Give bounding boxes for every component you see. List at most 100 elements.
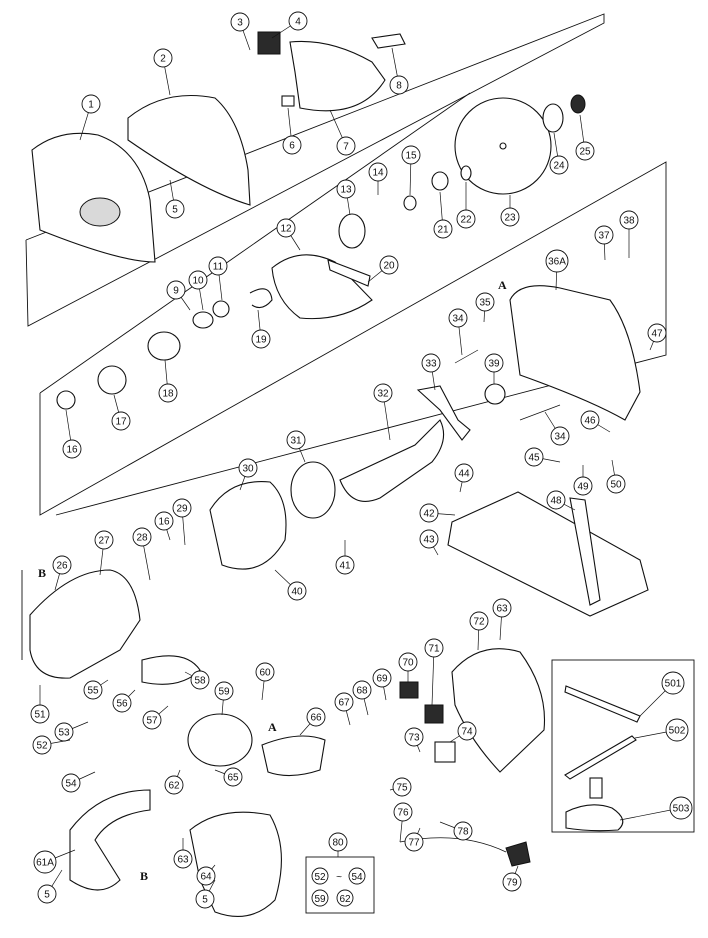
callout-76: 76: [393, 802, 413, 843]
part-spindle-flange: [431, 171, 449, 191]
callout-70: 70: [398, 652, 418, 682]
callout-number: 44: [458, 469, 470, 480]
callout-bubble: [188, 270, 208, 290]
kit-bubble-54: [348, 867, 366, 885]
callout-78: 78: [439, 821, 473, 841]
part-tab: [371, 33, 406, 49]
callout-number: 75: [396, 783, 408, 794]
callout-39: 39: [484, 353, 504, 384]
callout-bubble: [37, 884, 57, 904]
part-plug: [505, 841, 531, 867]
callout-25: 25: [575, 114, 595, 161]
callout-bubble: [419, 529, 439, 549]
callout-number: 43: [423, 535, 435, 546]
callout-bubble: [132, 527, 152, 547]
part-screw-long-a: [454, 349, 479, 364]
callout-79: 79: [502, 865, 522, 892]
callout-bubble: [448, 308, 468, 328]
callout-bubble: [223, 767, 243, 787]
callout-number: 60: [259, 668, 271, 679]
callout-number: 7: [343, 142, 349, 153]
callout-8: 8: [389, 47, 409, 95]
part-ball-bearing: [56, 390, 76, 410]
callout-number: 39: [488, 359, 500, 370]
callout-bubble: [606, 474, 626, 494]
callout-59: 59: [214, 681, 234, 716]
part-spring: [327, 259, 371, 287]
callout-35: 35: [475, 292, 495, 323]
callout-bubble: [545, 249, 569, 273]
part-screw-long-b: [519, 404, 561, 421]
callout-bubble: [647, 323, 667, 343]
callout-number: 29: [176, 504, 188, 515]
part-capacitor: [434, 741, 456, 763]
callout-bubble: [286, 430, 306, 450]
callout-number: 13: [340, 185, 352, 196]
frame-middle: [39, 161, 667, 516]
callout-bubble: [575, 141, 595, 161]
callout-number: 24: [553, 161, 565, 172]
callout-69: 69: [372, 668, 392, 701]
callout-bubble: [457, 721, 477, 741]
callout-bubble: [336, 136, 356, 156]
callout-number: 56: [116, 699, 128, 710]
callout-number: 28: [136, 533, 148, 544]
callout-bubble: [166, 280, 186, 300]
part-motor-housing: [29, 569, 141, 679]
callout-bubble: [594, 225, 614, 245]
callout-bubble: [389, 75, 409, 95]
callout-bubble: [502, 872, 522, 892]
callout-53: 53: [54, 721, 89, 742]
callout-bubble: [164, 775, 184, 795]
kit-bubble-62: [336, 889, 354, 907]
callout-45: 45: [524, 447, 561, 467]
part-safety-goggles: [565, 804, 624, 832]
part-guard-cover: [31, 132, 156, 263]
callout-bubble: [433, 219, 453, 239]
callout-number: 51: [34, 710, 46, 721]
callout-number: 67: [338, 698, 350, 709]
callout-bubble: [251, 329, 271, 349]
callout-number: 36A: [548, 257, 566, 268]
callout-number: 33: [425, 359, 437, 370]
group-frames: [21, 13, 667, 660]
callout-number: 18: [162, 389, 174, 400]
callout-bubble: [492, 598, 512, 618]
callout-number: 63: [496, 604, 508, 615]
callout-number: 1: [88, 100, 94, 111]
part-retaining-ring: [249, 288, 273, 309]
callout-bubble: [368, 162, 388, 182]
part-inner-cover: [271, 254, 373, 320]
callout-51: 51: [30, 685, 50, 724]
part-socket: [589, 777, 603, 799]
part-washer: [542, 103, 564, 133]
callout-number: 78: [457, 827, 469, 838]
callout-bubble: [158, 383, 178, 403]
callout-501: 501: [639, 671, 685, 717]
callout-38: 38: [619, 210, 639, 258]
callout-58: 58: [184, 670, 210, 690]
callout-number: 42: [423, 509, 435, 520]
callout-number: 15: [405, 151, 417, 162]
part-bolt: [570, 94, 586, 114]
callout-63a: 63: [173, 838, 193, 869]
ref-a-bottom: A: [268, 720, 277, 734]
callout-number: 25: [579, 147, 591, 158]
callout-52: 52: [32, 735, 71, 755]
callout-number: 34: [452, 314, 464, 325]
callout-14: 14: [368, 162, 388, 195]
callout-12: 12: [276, 218, 301, 251]
callout-bubble: [154, 511, 174, 531]
callout-number: 6: [289, 141, 295, 152]
kit-label-52: 52: [314, 872, 326, 883]
callout-54: 54: [61, 771, 96, 793]
callout-number: 10: [192, 276, 204, 287]
callout-bubble: [238, 458, 258, 478]
callout-4: 4: [271, 11, 308, 39]
callout-15: 15: [401, 145, 421, 196]
callout-number: 14: [372, 168, 384, 179]
callout-number: 64: [200, 872, 212, 883]
callout-bubble: [669, 796, 693, 820]
callout-34a: 34: [448, 308, 468, 356]
callout-number: 50: [610, 480, 622, 491]
